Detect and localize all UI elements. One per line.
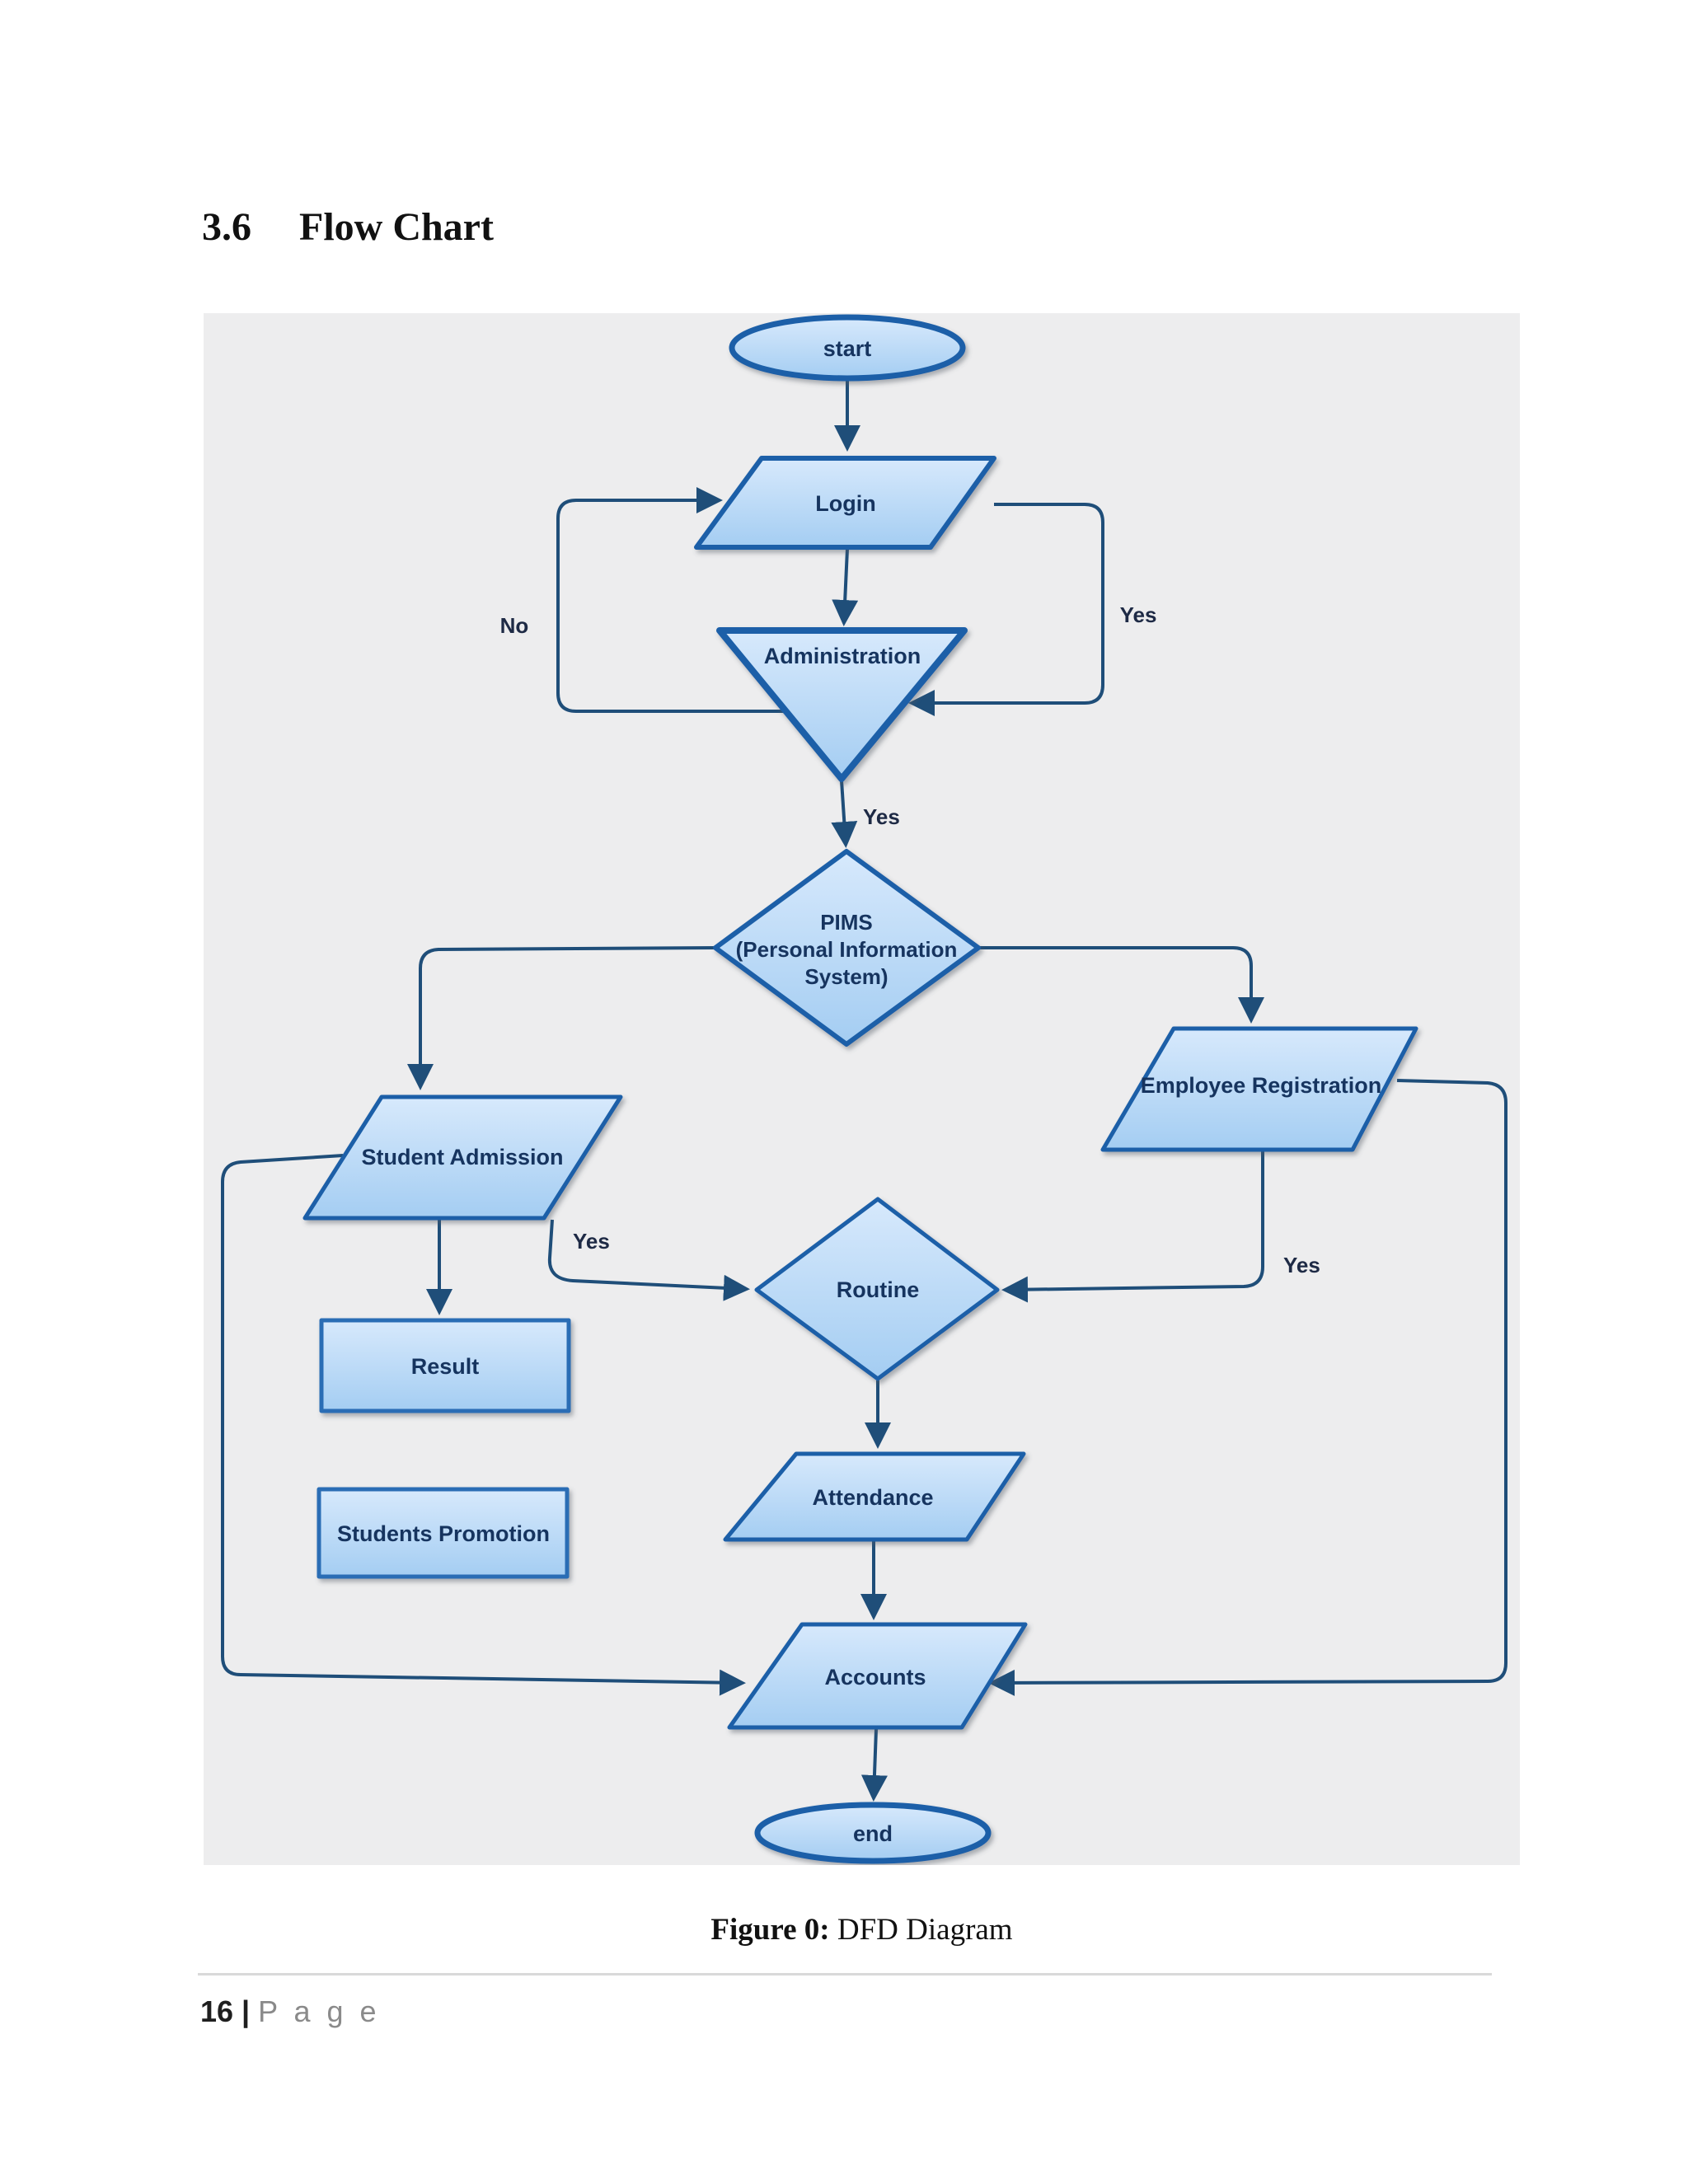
edge-employee-registration-routine-yes xyxy=(1001,1151,1264,1303)
edge-label-group: No Yes Yes Yes Yes xyxy=(500,602,1320,1277)
edge-employee-registration-accounts xyxy=(988,1079,1507,1696)
students-promotion-node xyxy=(316,1487,570,1579)
students-promotion-label: Students Promotion xyxy=(337,1521,550,1546)
edge-accounts-end xyxy=(860,1728,888,1802)
login-label: Login xyxy=(815,491,875,516)
administration-node xyxy=(716,627,968,782)
figure-caption: Figure 0: DFD Diagram xyxy=(204,1912,1520,1947)
result-node xyxy=(319,1318,571,1413)
student-admission-node xyxy=(302,1094,623,1221)
edge-login-administration-yes xyxy=(908,503,1104,716)
edge-pims-employee-registration xyxy=(978,946,1264,1024)
start-label: start xyxy=(823,336,872,361)
flowchart-canvas: start Login Administration PIMS (Persona… xyxy=(204,313,1520,1865)
edge-student-admission-routine-yes xyxy=(547,1219,750,1301)
attendance-label: Attendance xyxy=(812,1485,933,1510)
employee-registration-node xyxy=(1100,1026,1418,1152)
connector-group xyxy=(221,381,1507,1802)
accounts-node xyxy=(727,1622,1028,1730)
yes-edge-label-pims: Yes xyxy=(863,804,900,829)
no-edge-label: No xyxy=(500,613,529,638)
page-footer: 16|P a g e xyxy=(200,1994,381,2029)
edge-pims-student-admission xyxy=(407,946,716,1090)
login-node xyxy=(694,456,996,550)
page-number: 16 xyxy=(200,1994,234,2028)
node-label-group: start Login Administration PIMS (Persona… xyxy=(337,336,1381,1846)
footer-separator: | xyxy=(241,1994,251,2028)
edge-administration-pims-yes xyxy=(831,780,858,848)
footer-divider xyxy=(198,1973,1492,1975)
end-label: end xyxy=(853,1821,893,1846)
accounts-label: Accounts xyxy=(824,1665,926,1690)
employee-registration-label: Employee Registration xyxy=(1141,1073,1382,1098)
edge-student-admission-accounts xyxy=(221,1154,746,1696)
section-heading: 3.6 Flow Chart xyxy=(202,204,494,250)
figure-caption-text: DFD Diagram xyxy=(837,1913,1013,1947)
pims-label-line2: (Personal Information xyxy=(736,937,958,962)
student-admission-label: Student Admission xyxy=(361,1145,563,1169)
section-title: Flow Chart xyxy=(299,205,494,249)
figure-caption-label: Figure 0: xyxy=(710,1913,830,1947)
section-number: 3.6 xyxy=(202,205,251,249)
yes-edge-label-employee: Yes xyxy=(1283,1253,1320,1277)
shape-group xyxy=(302,314,1418,1864)
routine-node xyxy=(754,1197,1000,1381)
start-node xyxy=(729,314,966,382)
flowchart-svg: start Login Administration PIMS (Persona… xyxy=(221,314,1507,1864)
end-node xyxy=(754,1802,992,1864)
attendance-node xyxy=(723,1451,1026,1542)
pims-label-line3: System) xyxy=(804,964,888,989)
pims-node xyxy=(713,849,981,1047)
yes-edge-label-student: Yes xyxy=(573,1229,610,1254)
routine-label: Routine xyxy=(837,1277,920,1302)
yes-edge-label-login: Yes xyxy=(1120,602,1157,627)
edge-login-administration xyxy=(832,548,859,626)
administration-label: Administration xyxy=(764,644,921,668)
edge-administration-login-no xyxy=(556,487,785,713)
result-label: Result xyxy=(411,1354,480,1379)
pims-label-line1: PIMS xyxy=(820,910,873,935)
footer-page-label: P a g e xyxy=(258,1994,381,2028)
